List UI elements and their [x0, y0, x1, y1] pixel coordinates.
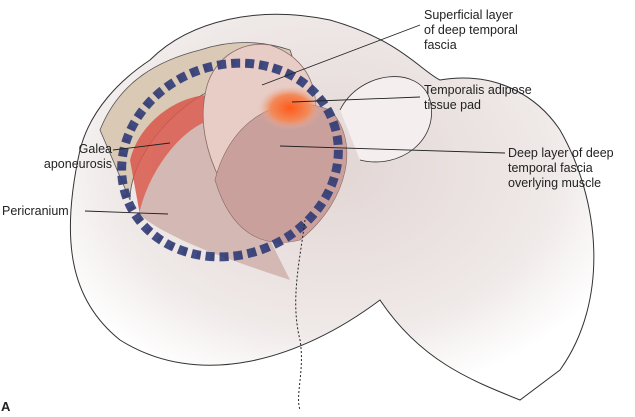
clamp-ring [117, 58, 343, 262]
label-superficial-layer: Superficial layer of deep temporal fasci… [424, 8, 518, 52]
pericranium-area [140, 120, 290, 280]
label-galea: Galea aponeurosis [43, 142, 112, 171]
label-pericranium: Pericranium [2, 204, 69, 218]
adipose-pad [258, 86, 322, 130]
deep-fascia [214, 103, 348, 243]
panel-letter: A [1, 399, 11, 414]
leader-lines [84, 24, 506, 215]
label-adipose-pad: Temporalis adipose tissue pad [424, 83, 532, 112]
ear-outline [339, 76, 432, 163]
label-deep-layer: Deep layer of deep temporal fascia overl… [508, 146, 614, 190]
